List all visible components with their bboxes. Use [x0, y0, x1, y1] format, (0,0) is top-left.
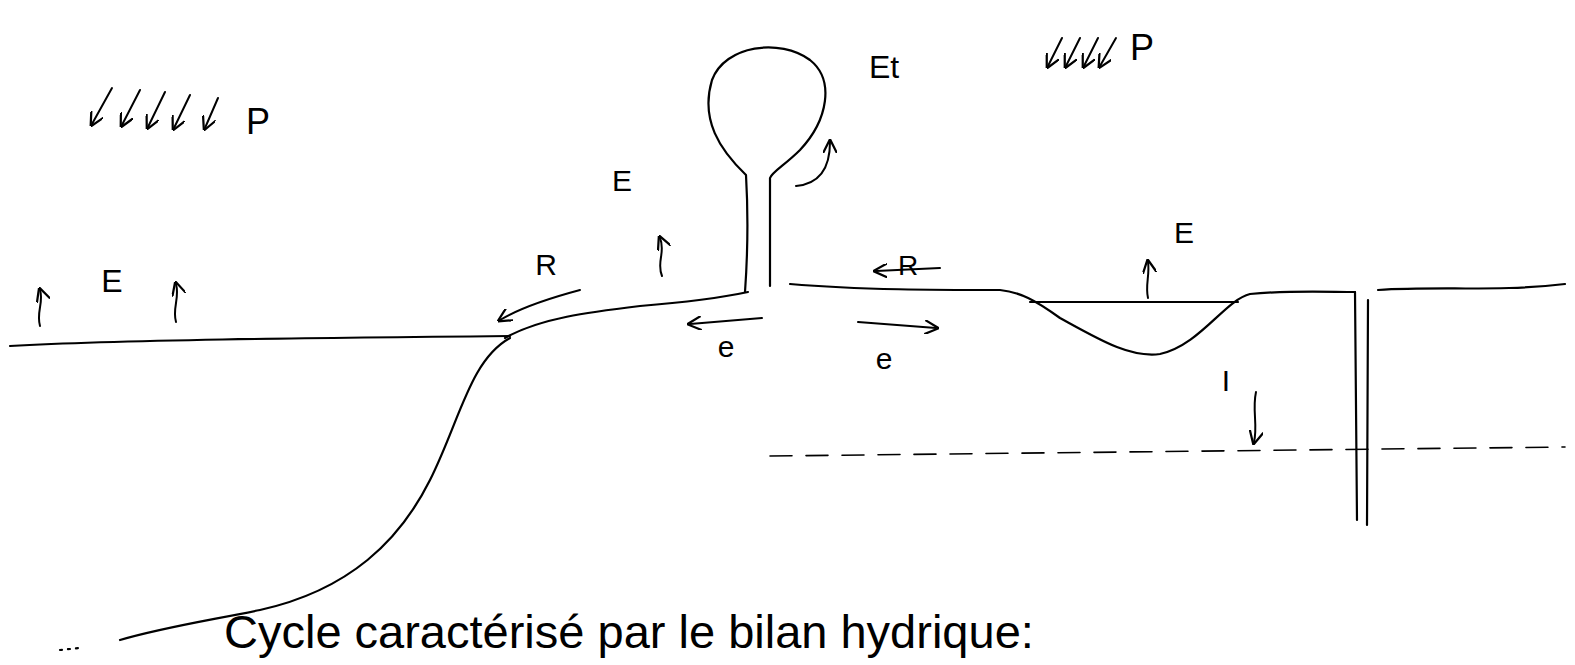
- rain-arrow: [122, 90, 140, 125]
- flow-label: e: [876, 342, 893, 375]
- rain-arrow: [148, 92, 165, 127]
- caption: Cycle caractérisé par le bilan hydrique:: [224, 606, 1034, 658]
- water-table: [770, 447, 1565, 456]
- precipitation-label: P: [246, 102, 270, 142]
- runoff-label: R: [535, 248, 557, 281]
- evaporation-arrow: [1147, 262, 1148, 298]
- ground: [1378, 284, 1565, 290]
- runoff-arrow: [500, 290, 580, 320]
- ground: [790, 284, 1355, 355]
- rain-arrow: [92, 88, 112, 124]
- evaporation-arrow: [175, 284, 177, 322]
- transpiration-arrow: [796, 142, 830, 186]
- rain-arrow: [1100, 38, 1116, 66]
- evaporation-label: E: [1174, 216, 1194, 249]
- evaporation-arrow: [39, 290, 41, 326]
- coast: [505, 292, 748, 338]
- evaporation-arrow: [660, 238, 662, 276]
- evaporation-label: E: [101, 264, 122, 299]
- flow-arrow: [690, 318, 762, 324]
- transpiration-label: Et: [869, 50, 899, 85]
- lake-surface: [1030, 301, 1238, 303]
- rain-arrow: [205, 98, 218, 128]
- infiltration-arrow: [1254, 392, 1256, 442]
- well: [1355, 292, 1368, 525]
- rain-arrow: [174, 95, 190, 128]
- flow-label: e: [718, 330, 735, 363]
- rain-arrow: [1084, 38, 1098, 66]
- flow-arrow: [858, 322, 936, 328]
- runoff-label: R: [898, 251, 918, 282]
- tree: [708, 47, 825, 292]
- sea-floor: [120, 338, 510, 640]
- rain-arrow: [1066, 38, 1080, 66]
- infiltration-label: I: [1222, 364, 1230, 397]
- sea-floor-dots: [60, 648, 80, 650]
- rain-arrow: [1048, 38, 1062, 66]
- precipitation-label: P: [1130, 28, 1154, 68]
- evaporation-label: E: [612, 164, 632, 197]
- sea-surface: [10, 336, 510, 346]
